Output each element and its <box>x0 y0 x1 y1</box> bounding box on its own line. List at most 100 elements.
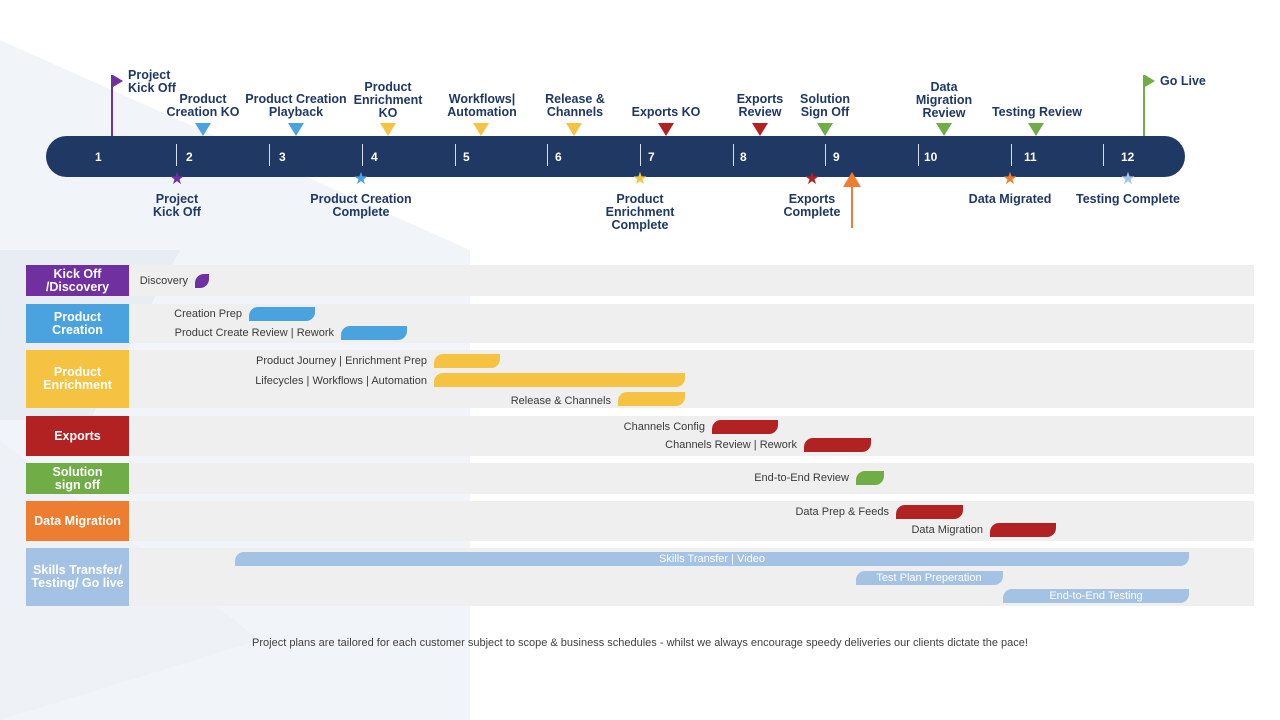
milestone-triangle-icon <box>936 123 952 136</box>
month-number: 12 <box>1121 150 1135 164</box>
task-label: End-to-End Review <box>754 472 849 484</box>
month-number: 6 <box>555 150 562 164</box>
category-label: Kick Off /Discovery <box>45 266 110 294</box>
category-label: Solution sign off <box>52 464 103 492</box>
month-number: 4 <box>371 150 378 164</box>
task-label: Discovery <box>139 275 188 287</box>
task-label: Release & Channels <box>510 395 611 407</box>
category-product-creation: Product Creation <box>26 304 129 343</box>
month-tick <box>176 144 177 166</box>
month-tick <box>1011 144 1012 166</box>
milestone-triangle-icon <box>1028 123 1044 136</box>
milestone-triangle-icon <box>658 123 674 136</box>
month-number: 8 <box>740 150 747 164</box>
end-flag-pole <box>1143 75 1145 137</box>
month-tick <box>1103 144 1104 166</box>
milestone-label: Product Enrichment Complete <box>605 192 675 232</box>
row-background <box>130 463 1254 494</box>
task-bar <box>249 307 315 321</box>
start-flag-label: Project Kick Off <box>128 68 176 95</box>
milestone-label: Exports Complete <box>783 192 841 219</box>
footnote: Project plans are tailored for each cust… <box>252 637 1028 649</box>
row-background <box>130 416 1254 456</box>
month-tick <box>733 144 734 166</box>
category-label: Exports <box>54 428 101 443</box>
milestone-label: Release & Channels <box>545 92 605 119</box>
category-exports: Exports <box>26 416 129 456</box>
month-number: 10 <box>924 150 938 164</box>
milestone-star-icon: ★ <box>1120 169 1136 188</box>
category-data-migration: Data Migration <box>26 501 129 541</box>
month-number: 2 <box>186 150 193 164</box>
category-label: Skills Transfer/ Testing/ Go live <box>31 563 124 590</box>
month-tick <box>918 144 919 166</box>
task-bar <box>712 420 778 434</box>
task-bar <box>235 552 1189 566</box>
month-number: 9 <box>833 150 840 164</box>
task-bar <box>896 505 963 519</box>
month-number: 1 <box>95 150 102 164</box>
milestone-label: Data Migrated <box>968 192 1052 206</box>
start-flag-icon <box>113 75 123 87</box>
category-label: Product Enrichment <box>43 365 112 392</box>
task-label: End-to-End Testing <box>1049 590 1143 602</box>
milestone-label: Workflows| Automation <box>447 92 517 119</box>
milestone-star-icon: ★ <box>169 169 185 188</box>
task-label: Channels Review | Rework <box>665 439 797 451</box>
milestone-triangle-icon <box>195 123 211 136</box>
milestone-label: Testing Complete <box>1076 192 1180 206</box>
category-product-enrichment: Product Enrichment <box>26 350 129 408</box>
month-number: 5 <box>463 150 470 164</box>
milestone-triangle-icon <box>566 123 582 136</box>
task-bar <box>1003 589 1189 603</box>
task-label: Test Plan Preperation <box>876 572 982 584</box>
month-number: 7 <box>648 150 655 164</box>
task-bar <box>990 523 1056 537</box>
milestone-label: Exports KO <box>631 105 701 119</box>
milestone-label: Testing Review <box>991 105 1083 119</box>
task-bar <box>618 392 685 406</box>
milestone-triangle-icon <box>473 123 489 136</box>
category-kickoff: Kick Off /Discovery <box>26 265 129 296</box>
milestone-star-icon: ★ <box>1002 169 1018 188</box>
task-label: Channels Config <box>623 421 705 433</box>
task-label: Data Prep & Feeds <box>795 506 889 518</box>
milestone-label: Project Kick Off <box>153 192 201 219</box>
task-bar <box>804 438 871 452</box>
task-label: Creation Prep <box>174 308 242 320</box>
task-bar <box>434 373 685 387</box>
task-bar <box>856 471 884 485</box>
milestone-label: Product Creation Complete <box>310 192 412 219</box>
milestone-label: Product Enrichment KO <box>353 80 423 120</box>
milestone-label: Exports Review <box>736 92 784 119</box>
milestone-label: Data Migration Review <box>915 80 973 120</box>
month-number: 11 <box>1024 150 1037 164</box>
milestone-label: Solution Sign Off <box>800 92 850 119</box>
month-tick <box>269 144 270 166</box>
row-background <box>130 265 1254 296</box>
end-flag-label: Go Live <box>1160 74 1206 88</box>
milestone-label: Product Creation Playback <box>245 92 347 119</box>
end-flag-icon <box>1145 75 1155 87</box>
category-solution-signoff: Solution sign off <box>26 463 129 494</box>
task-bar <box>341 326 407 340</box>
month-number: 3 <box>279 150 286 164</box>
month-tick <box>362 144 363 166</box>
start-flag-pole <box>111 75 113 137</box>
row-background <box>130 304 1254 343</box>
milestone-star-icon: ★ <box>804 169 820 188</box>
timeline-bar <box>46 136 1185 177</box>
category-skills-transfer: Skills Transfer/ Testing/ Go live <box>26 548 129 606</box>
task-label: Product Journey | Enrichment Prep <box>256 355 427 367</box>
month-tick <box>825 144 826 166</box>
go-live-arrow-icon <box>843 172 861 228</box>
month-tick <box>640 144 641 166</box>
category-label: Data Migration <box>34 513 121 528</box>
task-label: Product Create Review | Rework <box>174 327 334 339</box>
month-tick <box>455 144 456 166</box>
milestone-triangle-icon <box>752 123 768 136</box>
task-bar <box>434 354 500 368</box>
task-label: Skills Transfer | Video <box>659 553 765 565</box>
task-label: Lifecycles | Workflows | Automation <box>255 375 427 387</box>
row-background <box>130 501 1254 541</box>
